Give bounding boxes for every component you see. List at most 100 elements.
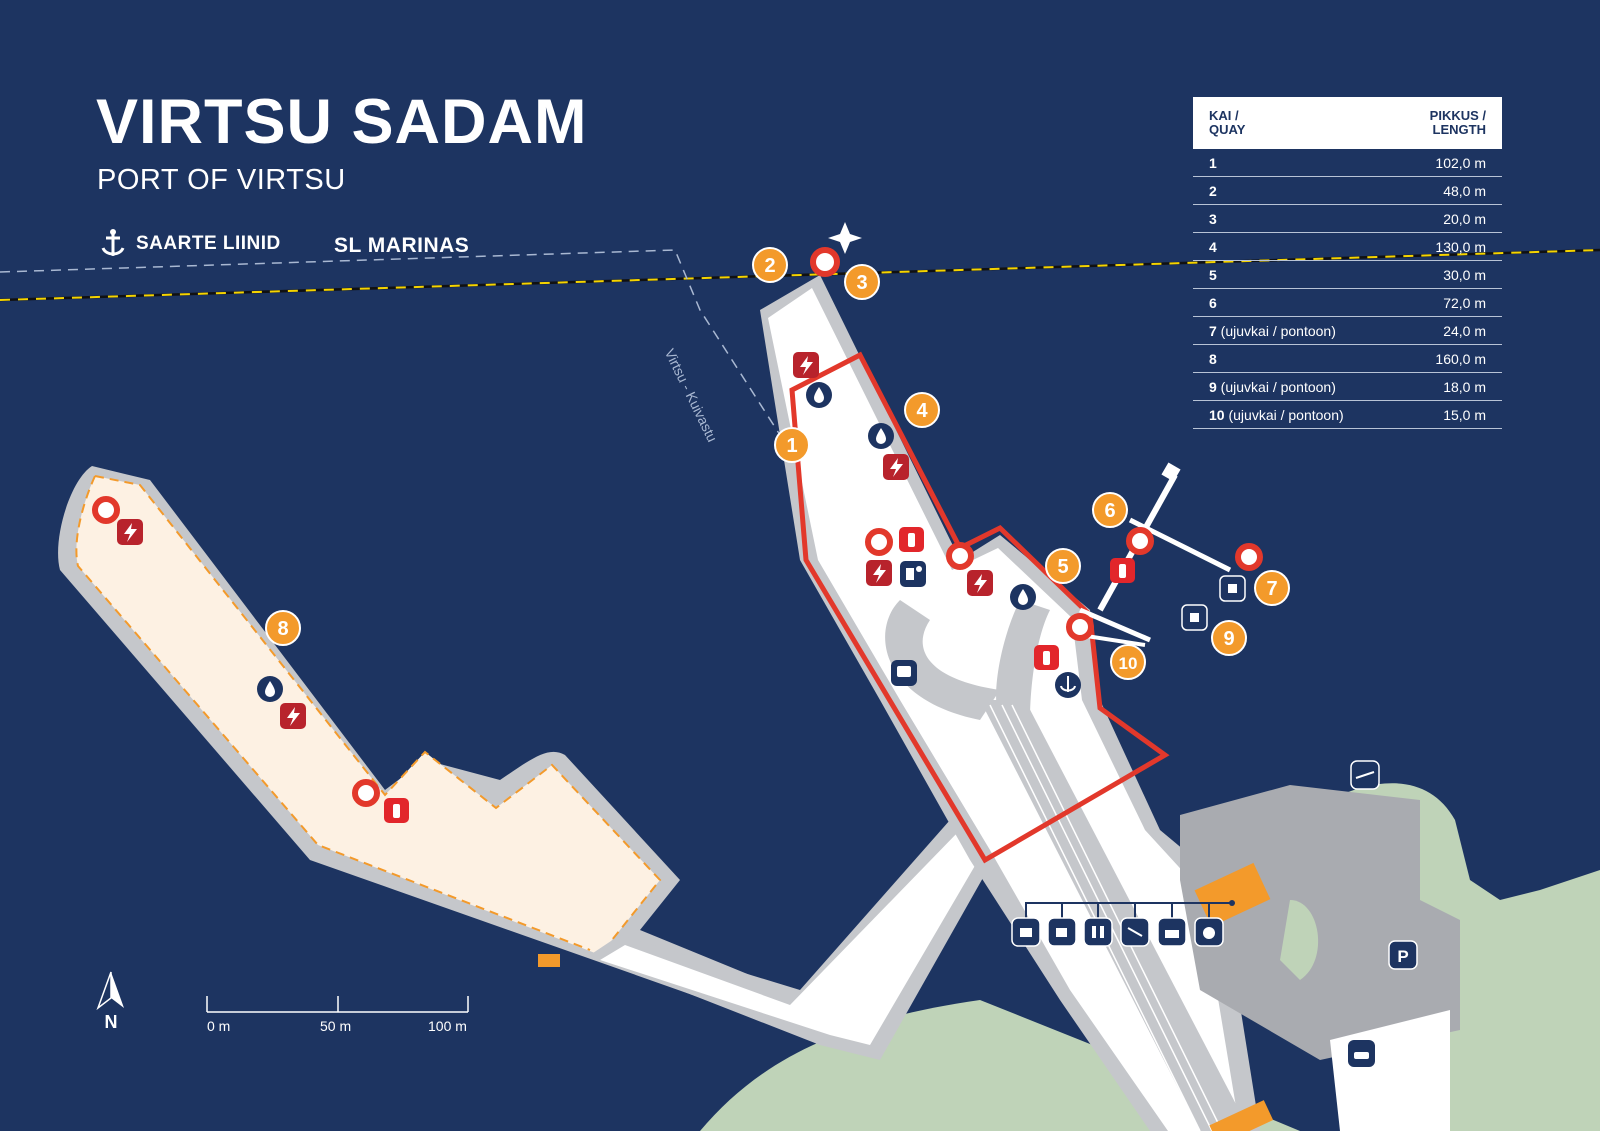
lifebuoy-icon	[865, 528, 893, 556]
security-zone	[789, 351, 1170, 864]
legend-col-quay: KAI / QUAY	[1209, 109, 1245, 137]
legend-quay-number: 8	[1209, 350, 1217, 367]
terminal-block-1	[1194, 862, 1271, 927]
ramp-end	[1209, 1100, 1274, 1131]
water-icon	[1010, 584, 1036, 610]
electric-icon	[117, 519, 143, 545]
quay-marker-1: 1	[774, 427, 810, 463]
service-shop-icon	[1011, 903, 1041, 947]
quay-marker-label: 9	[1223, 628, 1234, 650]
quay-marker-label: 8	[277, 618, 288, 640]
quay-marker-6: 6	[1092, 492, 1128, 528]
water-icon	[257, 676, 283, 702]
legend-quay: 2	[1209, 183, 1217, 199]
parking-icon	[1388, 940, 1418, 970]
terminal-parking	[1280, 900, 1319, 980]
lifebuoy-icon	[946, 542, 974, 570]
quay-marker-circle	[1092, 492, 1128, 528]
quay-marker-circle	[265, 610, 301, 646]
power-plug-icon	[1219, 575, 1246, 602]
quay-marker-circle	[1110, 644, 1146, 680]
quay-markers: 1 2 3 4 5 6 7 8 9 10	[265, 247, 1290, 680]
legend-quay-length: 48,0 m	[1443, 182, 1486, 199]
page-subtitle: PORT OF VIRTSU	[97, 164, 346, 196]
legend-quay-number: 6	[1209, 294, 1217, 311]
fire-extinguisher-icon	[1034, 645, 1059, 670]
scale-label-50: 50 m	[320, 1018, 352, 1034]
legend-quay-number: 5	[1209, 266, 1217, 283]
electric-icon	[280, 703, 306, 729]
quay-marker-9: 9	[1211, 620, 1247, 656]
pier-8-block	[538, 954, 560, 967]
power-plug-icon	[1181, 604, 1208, 631]
legend-quay-length: 24,0 m	[1443, 322, 1486, 339]
road-lane-2	[1011, 704, 1223, 1131]
quay-marker-8: 8	[265, 610, 301, 646]
causeway	[590, 820, 1010, 1060]
legend-row: 10 (ujuvkai / pontoon) 15,0 m	[1193, 401, 1502, 429]
legend-quay-length: 15,0 m	[1443, 406, 1486, 423]
quay-marker-circle	[904, 392, 940, 428]
quay-marker-label: 6	[1104, 500, 1115, 522]
legend-quay-length: 130,0 m	[1435, 238, 1486, 255]
fire-extinguisher-icon	[899, 527, 924, 552]
pier-8-surface	[76, 476, 661, 955]
boat-ramp-icon	[1350, 760, 1380, 790]
lighthouse-star-icon	[828, 222, 862, 254]
water-icon	[868, 423, 894, 449]
legend-quay-number: 4	[1209, 238, 1217, 255]
quay-length-legend: KAI / QUAY PIKKUS / LENGTH 1 102,0 m 2 48,0…	[1193, 97, 1502, 429]
legend-quay-note: (ujuvkai / pontoon)	[1216, 322, 1336, 339]
lifebuoy-icon	[352, 779, 380, 807]
service-sauna-icon	[1157, 903, 1187, 947]
fire-extinguisher-icon	[1110, 558, 1135, 583]
lifebuoy-icon	[810, 247, 840, 277]
quay-marker-circle	[1045, 548, 1081, 584]
quay-marker-10: 10	[1110, 644, 1146, 680]
route-line-yellow	[0, 249, 1600, 301]
saarte-liinid-label: SAARTE LIINID	[136, 233, 281, 254]
legend-quay-number: 9	[1209, 378, 1217, 395]
quay-marker-label: 1	[786, 435, 797, 457]
legend-quay: 8	[1209, 351, 1217, 367]
legend-quay-length: 72,0 m	[1443, 294, 1486, 311]
legend-quay: 10 (ujuvkai / pontoon)	[1209, 407, 1344, 423]
pontoon-10	[1079, 633, 1146, 647]
lifebuoy-icon	[92, 496, 120, 524]
legend-quay-length: 20,0 m	[1443, 210, 1486, 227]
legend-quay: 3	[1209, 211, 1217, 227]
quay-marker-label: 2	[764, 255, 775, 277]
pontoon-head	[1161, 462, 1181, 482]
legend-quay: 5	[1209, 267, 1217, 283]
legend-row: 6 72,0 m	[1193, 289, 1502, 317]
legend-col-quay-en: QUAY	[1209, 122, 1246, 137]
legend-col-length-et: PIKKUS /	[1429, 108, 1486, 123]
legend-quay-length: 30,0 m	[1443, 266, 1486, 283]
legend-row: 3 20,0 m	[1193, 205, 1502, 233]
legend-col-length-en: LENGTH	[1432, 122, 1486, 137]
legend-quay-number: 10	[1209, 406, 1225, 423]
saarte-liinid-logo: SAARTE LIINID	[98, 228, 281, 260]
quay-marker-circle	[844, 264, 880, 300]
legend-row: 2 48,0 m	[1193, 177, 1502, 205]
lifebuoy-icon	[1235, 543, 1263, 571]
quay-marker-4: 4	[904, 392, 940, 428]
scale-label-100: 100 m	[428, 1018, 467, 1034]
legend-quay-number: 1	[1209, 154, 1217, 171]
legend-quay-number: 7	[1209, 322, 1217, 339]
quay-marker-label: 10	[1119, 654, 1138, 673]
quay-marker-5: 5	[1045, 548, 1081, 584]
electric-icon	[866, 560, 892, 586]
road-loop	[885, 600, 1000, 720]
quay-marker-2: 2	[752, 247, 788, 283]
causeway-surface	[600, 830, 990, 1045]
legend-row: 9 (ujuvkai / pontoon)18,0 m	[1193, 373, 1502, 401]
legend-quay-length: 102,0 m	[1435, 154, 1486, 171]
pontoon-9	[1079, 607, 1151, 643]
legend-quay: 4	[1209, 239, 1217, 255]
quay-marker-7: 7	[1254, 570, 1290, 606]
lifebuoy-icon	[1066, 613, 1094, 641]
quay-marker-label: 3	[856, 272, 867, 294]
